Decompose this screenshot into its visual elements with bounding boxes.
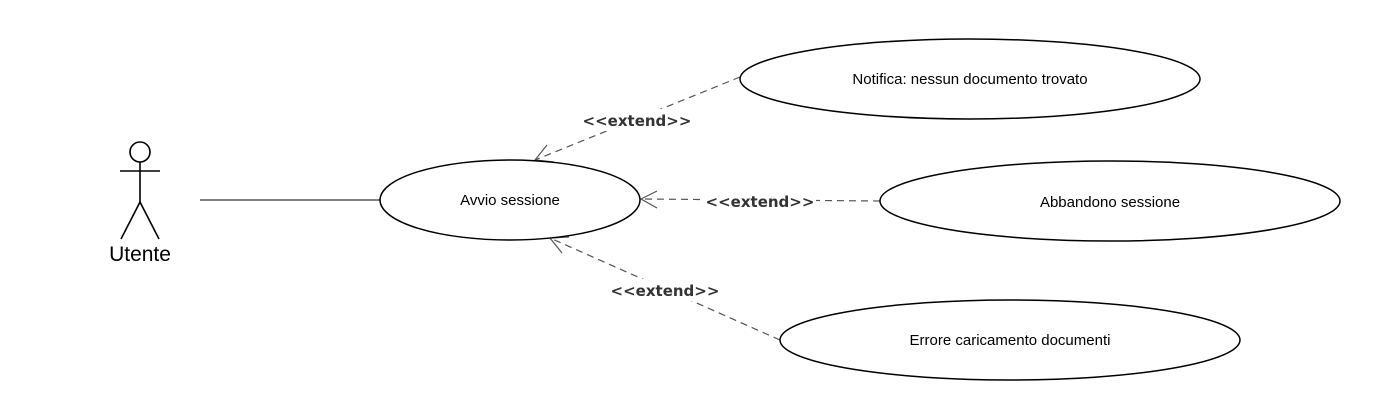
extend-label-no-document-group: <<extend>> — [581, 109, 693, 131]
actor-head — [129, 141, 151, 163]
use-case-label: Avvio sessione — [460, 192, 560, 209]
extend-label-abandon-group: <<extend>> — [704, 190, 816, 212]
use-case-notifica[interactable]: Notifica: nessun documento trovato — [739, 38, 1201, 120]
use-case-label: Abbandono sessione — [1040, 194, 1180, 211]
use-case-abbandono-sessione[interactable]: Abbandono sessione — [879, 160, 1341, 242]
extend-relation-abandon — [639, 190, 881, 209]
use-case-ellipse — [779, 299, 1241, 381]
actor-name: Utente — [109, 243, 171, 266]
extend-label-bg — [704, 190, 816, 212]
use-case-avvio-sessione[interactable]: Avvio sessione — [379, 159, 641, 241]
arrow-head-abandon — [639, 190, 658, 209]
actor-left-leg — [120, 201, 141, 240]
actor-right-leg — [139, 201, 160, 240]
actor-utente[interactable]: Utente — [109, 141, 171, 266]
use-case-errore-caricamento[interactable]: Errore caricamento documenti — [779, 299, 1241, 381]
extend-label-load-error-group: <<extend>> — [609, 279, 721, 301]
use-case-ellipse — [739, 38, 1201, 120]
extend-label-load-error: <<extend>> — [611, 282, 720, 300]
extend-label-abandon: <<extend>> — [706, 193, 815, 211]
use-case-label: Notifica: nessun documento trovato — [852, 71, 1087, 88]
extend-line-abandon — [640, 198, 881, 202]
extend-label-bg — [609, 279, 721, 301]
use-case-label: Errore caricamento documenti — [910, 332, 1111, 349]
extend-label-bg — [581, 109, 693, 131]
use-case-ellipse — [879, 160, 1341, 242]
use-case-ellipse — [379, 159, 641, 241]
extend-label-no-document: <<extend>> — [583, 112, 692, 130]
